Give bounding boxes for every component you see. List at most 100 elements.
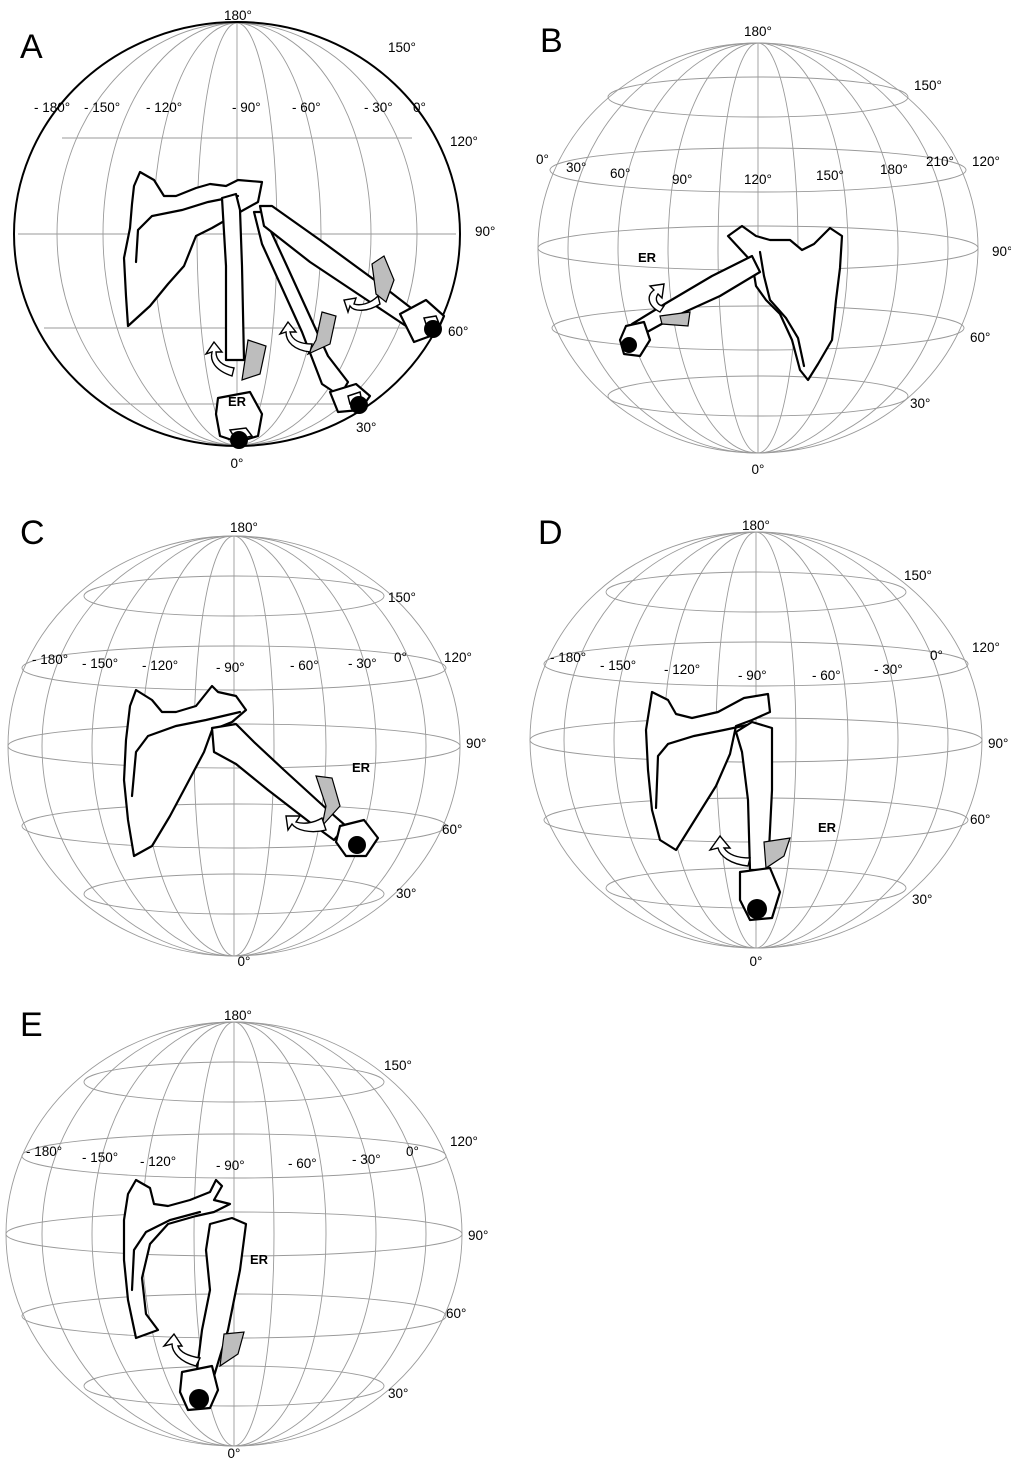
lon-label: - 60° xyxy=(812,668,841,683)
lon-label: - 180° xyxy=(34,100,70,115)
elbow-marker xyxy=(230,431,248,449)
lon-label: - 60° xyxy=(290,658,319,673)
longitude-labels-a: - 180° - 150° - 120° - 90° - 60° - 30° 0… xyxy=(34,100,426,115)
lon-label: - 150° xyxy=(600,658,636,673)
label-0-a: 0° xyxy=(231,456,244,471)
panel-b: B 180° 150° 120° 90° 60° 30° 0° 0° 30° 6… xyxy=(536,22,1011,477)
label-180-e: 180° xyxy=(224,1008,252,1023)
lon-label: 0° xyxy=(536,152,549,167)
lon-label: 150° xyxy=(816,168,844,183)
lon-label: 90° xyxy=(672,172,692,187)
label-150-c: 150° xyxy=(388,590,416,605)
lon-label: 120° xyxy=(744,172,772,187)
label-0-b: 0° xyxy=(752,462,765,477)
lon-label: - 180° xyxy=(550,650,586,665)
label-90-d: 90° xyxy=(988,736,1008,751)
panel-letter-b: B xyxy=(540,22,563,60)
lon-label: - 180° xyxy=(32,652,68,667)
label-180-a: 180° xyxy=(224,8,252,23)
panel-e: E 180° 150° 120° 90° 60° 30° 0° - 180° -… xyxy=(6,1006,488,1461)
label-60-e: 60° xyxy=(446,1306,466,1321)
label-60-b: 60° xyxy=(970,330,990,345)
humerus-c xyxy=(212,724,378,856)
er-label-d: ER xyxy=(818,820,837,835)
panel-letter-e: E xyxy=(20,1006,43,1044)
lon-label: - 60° xyxy=(292,100,321,115)
longitude-labels-c: - 180° - 150° - 120° - 90° - 60° - 30° 0… xyxy=(32,650,407,675)
label-180-d: 180° xyxy=(742,518,770,533)
lon-label: - 180° xyxy=(26,1144,62,1159)
label-60-a: 60° xyxy=(448,324,468,339)
lon-label: 60° xyxy=(610,166,630,181)
label-90-e: 90° xyxy=(468,1228,488,1243)
panel-letter-d: D xyxy=(538,514,563,552)
scapula-outline-b xyxy=(728,226,842,380)
label-150-a: 150° xyxy=(388,40,416,55)
label-30-d: 30° xyxy=(912,892,932,907)
lon-label: - 30° xyxy=(874,662,903,677)
lon-label: - 150° xyxy=(84,100,120,115)
lon-label: 180° xyxy=(880,162,908,177)
lon-label: - 120° xyxy=(664,662,700,677)
label-0-d: 0° xyxy=(750,954,763,969)
label-120-b: 120° xyxy=(972,154,1000,169)
label-150-b: 150° xyxy=(914,78,942,93)
label-0-e: 0° xyxy=(228,1446,241,1461)
label-0-c: 0° xyxy=(238,954,251,969)
label-90-b: 90° xyxy=(992,244,1011,259)
label-180-b: 180° xyxy=(744,24,772,39)
label-60-d: 60° xyxy=(970,812,990,827)
label-120-e: 120° xyxy=(450,1134,478,1149)
label-30-a: 30° xyxy=(356,420,376,435)
lon-label: 0° xyxy=(930,648,943,663)
label-30-c: 30° xyxy=(396,886,416,901)
lon-label: 0° xyxy=(413,100,426,115)
elbow-marker xyxy=(348,836,366,854)
scapula-outline-c xyxy=(124,686,246,856)
panel-letter-c: C xyxy=(20,514,45,552)
humerus-d xyxy=(736,722,780,920)
label-120-d: 120° xyxy=(972,640,1000,655)
lon-label: - 120° xyxy=(140,1154,176,1169)
er-label-b: ER xyxy=(638,250,657,265)
lon-label: 0° xyxy=(394,650,407,665)
er-label-e: ER xyxy=(250,1252,269,1267)
elbow-marker xyxy=(424,320,442,338)
lon-label: - 30° xyxy=(352,1152,381,1167)
lon-label: - 90° xyxy=(216,1158,245,1173)
label-60-c: 60° xyxy=(442,822,462,837)
longitude-labels-e: - 180° - 150° - 120° - 90° - 60° - 30° 0… xyxy=(26,1144,419,1173)
longitude-labels-b: 0° 30° 60° 90° 120° 150° 180° 210° xyxy=(536,152,954,187)
label-150-e: 150° xyxy=(384,1058,412,1073)
panel-letter-a: A xyxy=(20,28,43,66)
lon-label: - 60° xyxy=(288,1156,317,1171)
label-90-c: 90° xyxy=(466,736,486,751)
lon-label: - 90° xyxy=(738,668,767,683)
label-120-c: 120° xyxy=(444,650,472,665)
panel-a: A 180° 150° 120° 90° 60° 30° 0° - 180° -… xyxy=(14,8,495,471)
er-label-a: ER xyxy=(228,394,247,409)
label-150-d: 150° xyxy=(904,568,932,583)
lon-label: - 90° xyxy=(216,660,245,675)
lon-label: - 90° xyxy=(232,100,261,115)
label-30-e: 30° xyxy=(388,1386,408,1401)
lon-label: - 30° xyxy=(348,656,377,671)
lon-label: - 150° xyxy=(82,1150,118,1165)
panel-c: C 180° 150° 120° 90° 60° 30° 0° - 180° -… xyxy=(8,514,486,969)
er-label-c: ER xyxy=(352,760,371,775)
longitude-labels-d: - 180° - 150° - 120° - 90° - 60° - 30° 0… xyxy=(550,648,943,683)
lon-label: - 120° xyxy=(142,658,178,673)
elbow-marker xyxy=(189,1389,209,1409)
lon-label: 210° xyxy=(926,154,954,169)
elbow-marker xyxy=(350,396,368,414)
lon-label: 30° xyxy=(566,160,586,175)
label-120-a: 120° xyxy=(450,134,478,149)
label-30-b: 30° xyxy=(910,396,930,411)
humerus-e xyxy=(180,1218,246,1410)
label-180-c: 180° xyxy=(230,520,258,535)
lon-label: - 150° xyxy=(82,656,118,671)
lon-label: 0° xyxy=(406,1144,419,1159)
panel-d: D 180° 150° 120° 90° 60° 30° 0° - 180° -… xyxy=(530,514,1008,969)
elbow-marker xyxy=(621,337,637,353)
